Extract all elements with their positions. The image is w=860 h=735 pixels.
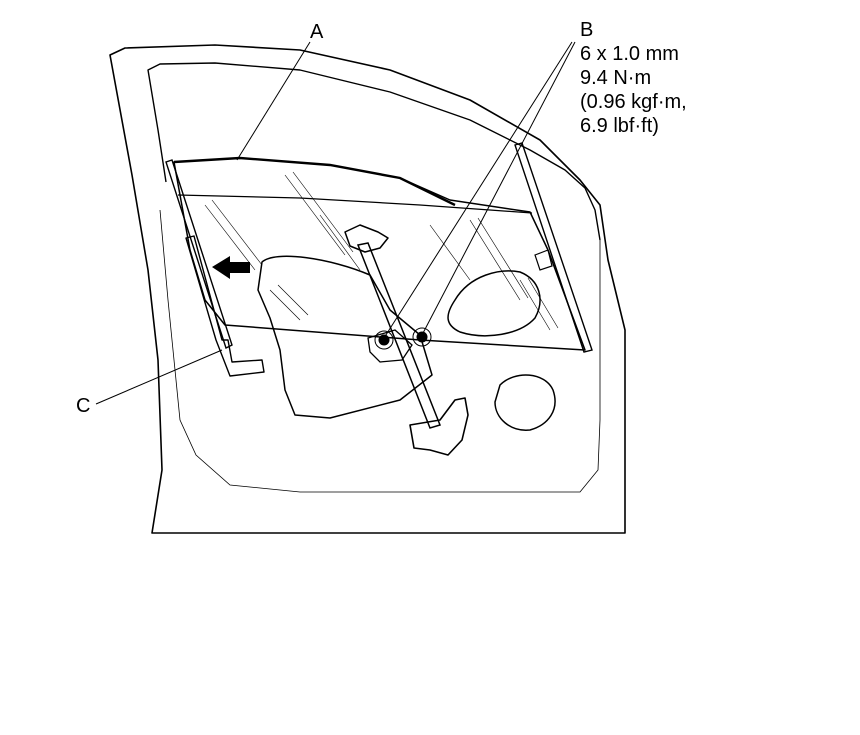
leader-line-c [95,349,223,405]
bolt-size-spec: 6 x 1.0 mm [580,43,679,65]
torque-nm-spec: 9.4 N·m [580,67,651,89]
callout-c: C [76,395,90,417]
front-run-channel [165,159,233,349]
door-outer-outline [109,44,626,534]
leader-line-b1 [383,41,573,339]
inner-panel-contour [159,209,601,493]
leader-line-b2 [421,41,576,336]
service-hole-right [447,270,541,337]
mounting-bolt-1 [378,334,390,346]
mounting-bolt-2 [416,331,428,343]
torque-lbfft-spec: 6.9 lbf·ft) [580,115,659,137]
leader-line-a [236,41,311,161]
callout-a: A [310,21,324,43]
door-glass [173,156,586,351]
front-glass-guide [185,235,265,377]
speaker-hole [494,374,556,431]
rear-run-channel [514,142,593,353]
torque-kgfm-spec: (0.96 kgf·m, [580,91,687,113]
window-frame-inner [147,62,601,241]
window-regulator [344,224,469,456]
callout-b: B [580,19,593,41]
slide-direction-arrow [212,256,250,279]
